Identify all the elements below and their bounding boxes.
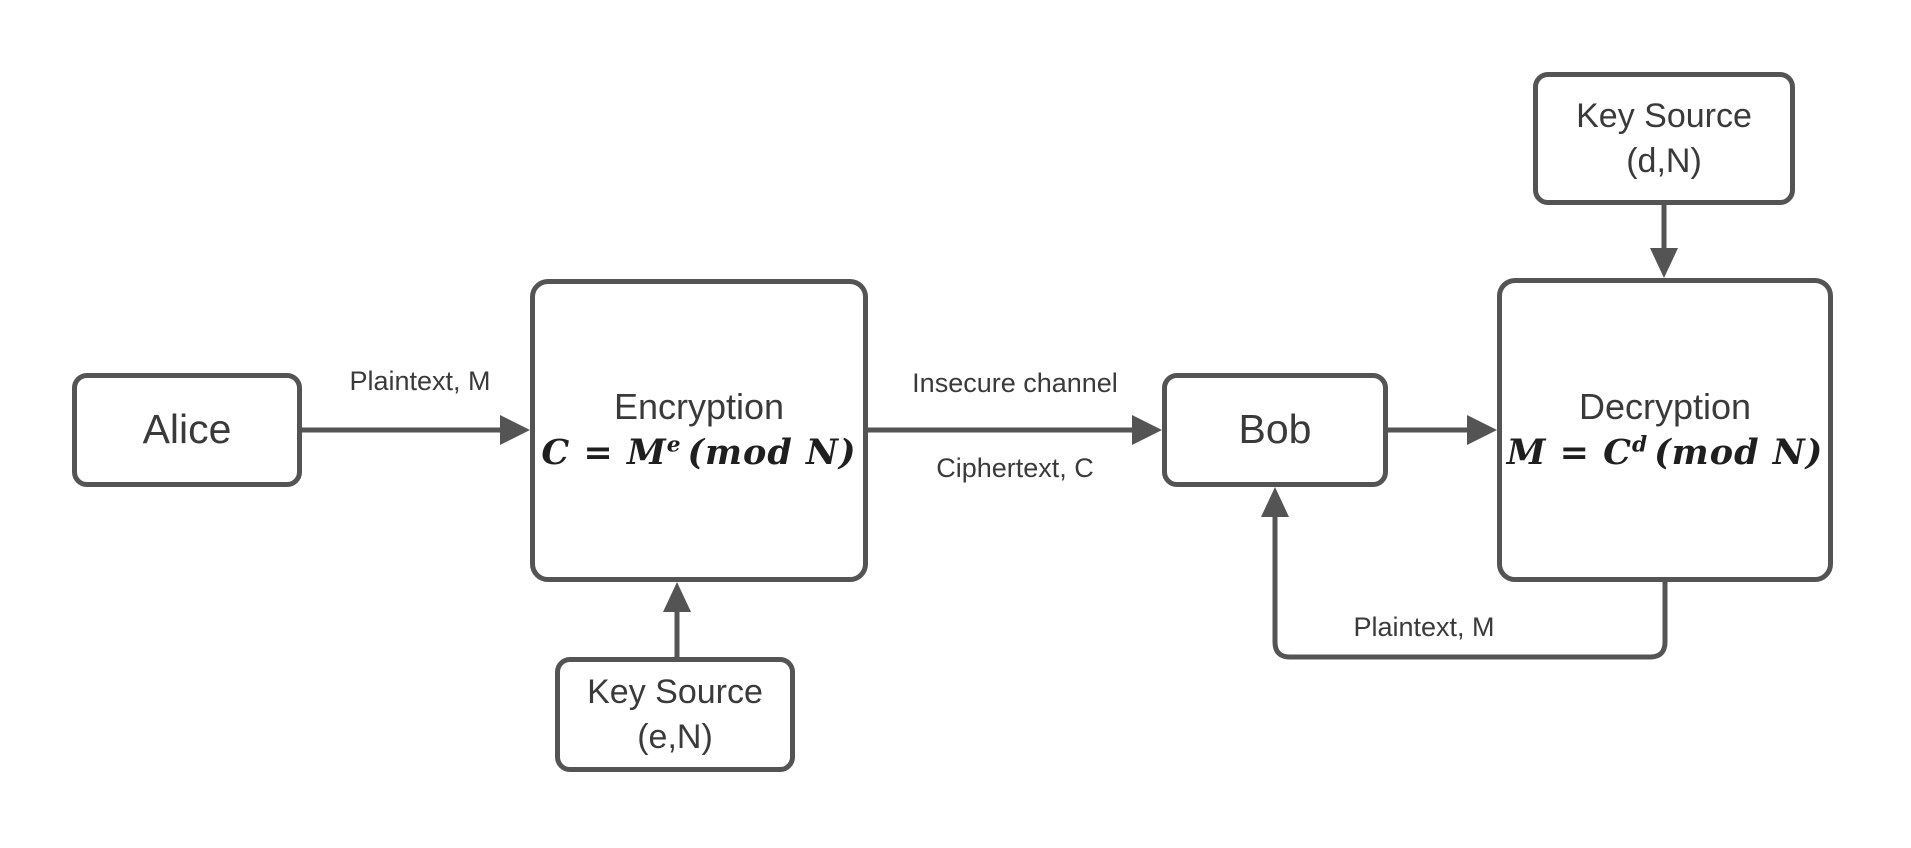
node-key-source-e: Key Source (e,N) (555, 657, 795, 772)
encryption-formula-lhs: C = M (541, 432, 667, 474)
decryption-formula-rhs: (mod N) (1654, 431, 1824, 473)
arrowhead-decryption-to-bob (1261, 487, 1289, 517)
decryption-formula-lhs: M = C (1506, 431, 1633, 473)
arrowhead-keysource-d-to-decryption (1650, 248, 1678, 278)
arrowhead-encryption-to-bob (1132, 415, 1162, 445)
bob-label: Bob (1238, 406, 1312, 453)
key-source-e-line2: (e,N) (637, 717, 713, 756)
arrowhead-bob-to-decryption (1467, 415, 1497, 445)
arrowhead-keysource-e-to-encryption (663, 582, 691, 612)
node-key-source-d: Key Source (d,N) (1533, 72, 1795, 205)
decryption-title: Decryption (1578, 385, 1752, 427)
node-encryption: Encryption C = Me(mod N) (530, 279, 868, 582)
encryption-formula-rhs: (mod N) (687, 432, 857, 474)
encryption-formula: C = Me(mod N) (541, 429, 856, 476)
edge-label-insecure-channel: Insecure channel (912, 368, 1118, 398)
edge-label-ciphertext-c: Ciphertext, C (936, 453, 1094, 483)
edge-label-plaintext-m: Plaintext, M (349, 366, 491, 396)
decryption-formula: M = Cd(mod N) (1507, 429, 1824, 476)
encryption-title: Encryption (613, 386, 785, 428)
arrowhead-alice-to-encryption (500, 415, 530, 445)
decryption-formula-exponent: d (1632, 432, 1649, 458)
node-bob: Bob (1162, 373, 1388, 487)
alice-label: Alice (142, 406, 232, 453)
edge-label-plaintext-m-return: Plaintext, M (1353, 612, 1495, 642)
key-source-d-line2: (d,N) (1626, 141, 1702, 180)
node-alice: Alice (72, 373, 302, 487)
key-source-e-line1: Key Source (587, 673, 763, 712)
encryption-formula-exponent: e (666, 432, 682, 458)
key-source-d-line1: Key Source (1576, 97, 1752, 136)
arrow-decryption-to-bob-path (1272, 516, 1668, 660)
node-decryption: Decryption M = Cd(mod N) (1497, 278, 1833, 582)
